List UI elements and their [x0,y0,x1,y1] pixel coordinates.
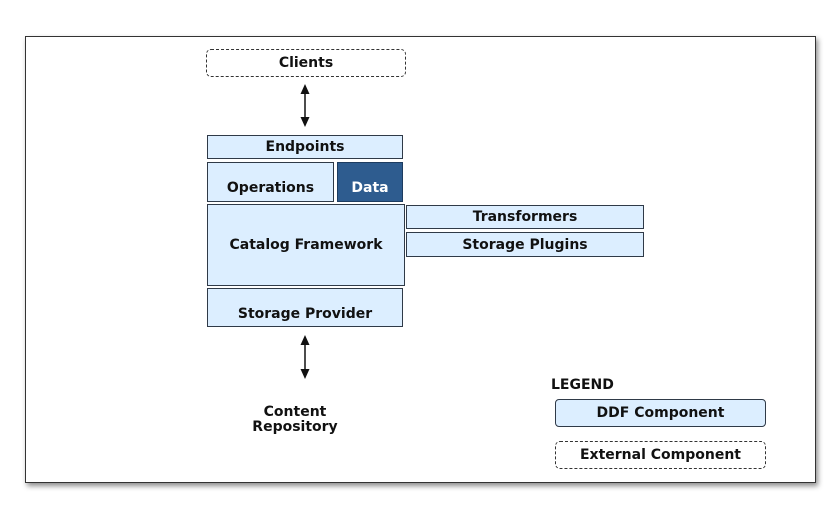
clients-box: Clients [206,49,406,77]
catalog-framework-box: Catalog Framework [207,204,405,286]
clients-endpoints-arrow [300,84,310,127]
storage-provider-box: Storage Provider [207,288,403,327]
operations-box: Operations [207,162,334,202]
transformers-box: Transformers [406,205,644,229]
provider-repository-arrow [300,335,310,379]
content-repository-line2: Repository [252,419,338,435]
legend-ddf-component: DDF Component [555,399,766,427]
content-repository-label: Content Repository [240,405,350,435]
content-repository-line1: Content [263,404,327,420]
legend-external-component: External Component [555,441,766,469]
endpoints-box: Endpoints [207,135,403,159]
data-box: Data [337,162,403,202]
storage-plugins-box: Storage Plugins [406,232,644,257]
legend-title: LEGEND [551,377,614,393]
